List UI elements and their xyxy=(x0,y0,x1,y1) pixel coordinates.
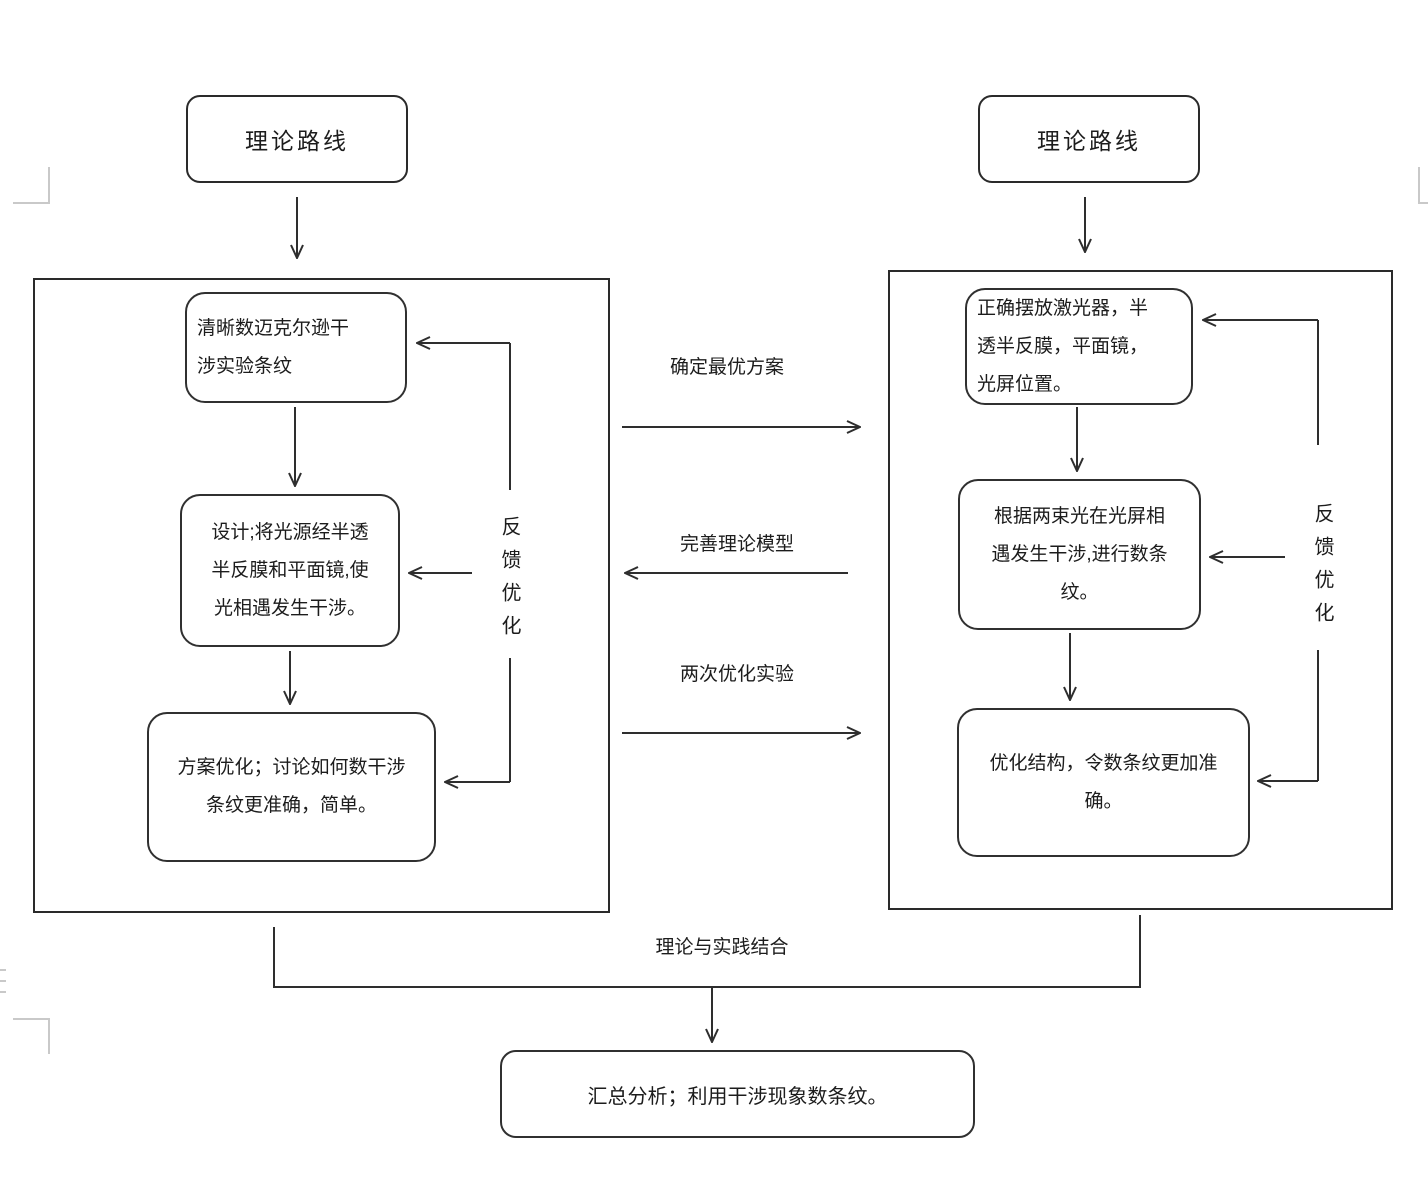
left-step-1-box: 清晰数迈克尔逊干 涉实验条纹 xyxy=(185,292,407,403)
page-edge-dashes xyxy=(0,969,6,993)
link-label-determine-plan: 确定最优方案 xyxy=(669,357,785,378)
top-left-route-label: 理论路线 xyxy=(245,129,349,154)
left-step-2-box: 设计;将光源经半透 半反膜和平面镜,使 光相遇发生干涉。 xyxy=(180,494,400,647)
left-step-1-text: 清晰数迈克尔逊干 涉实验条纹 xyxy=(197,317,350,377)
top-right-route-node: 理论路线 xyxy=(978,95,1200,183)
feedback-label-right: 反馈优化 xyxy=(1311,503,1333,635)
page-margin-mark-top-right xyxy=(1418,167,1428,204)
summary-node-text: 汇总分析；利用干涉现象数条纹。 xyxy=(587,1085,888,1108)
left-step-2-text: 设计;将光源经半透 半反膜和平面镜,使 光相遇发生干涉。 xyxy=(211,521,369,619)
right-step-1-text: 正确摆放激光器，半 透半反膜，平面镜， 光屏位置。 xyxy=(977,297,1149,395)
link-label-two-experiments: 两次优化实验 xyxy=(679,664,795,685)
right-step-2-text: 根据两束光在光屏相 遇发生干涉,进行数条 纹。 xyxy=(991,505,1168,603)
top-right-route-label: 理论路线 xyxy=(1037,129,1141,154)
right-step-1-box: 正确摆放激光器，半 透半反膜，平面镜， 光屏位置。 xyxy=(965,288,1193,405)
link-label-refine-model: 完善理论模型 xyxy=(679,534,795,555)
top-left-route-node: 理论路线 xyxy=(186,95,408,183)
page-margin-mark-bottom-left xyxy=(13,1018,50,1054)
right-step-2-box: 根据两束光在光屏相 遇发生干涉,进行数条 纹。 xyxy=(958,479,1201,630)
link-label-theory-practice: 理论与实践结合 xyxy=(655,937,789,958)
left-phase-container xyxy=(33,278,610,913)
feedback-label-left: 反馈优化 xyxy=(498,516,520,648)
right-phase-container xyxy=(888,270,1393,910)
right-step-3-box: 优化结构，令数条纹更加准 确。 xyxy=(957,708,1250,857)
left-step-3-text: 方案优化；讨论如何数干涉 条纹更准确，简单。 xyxy=(177,757,406,816)
summary-node: 汇总分析；利用干涉现象数条纹。 xyxy=(500,1050,975,1138)
left-step-3-box: 方案优化；讨论如何数干涉 条纹更准确，简单。 xyxy=(147,712,436,862)
right-step-3-text: 优化结构，令数条纹更加准 确。 xyxy=(989,752,1218,812)
page-margin-mark-top-left xyxy=(13,167,50,204)
